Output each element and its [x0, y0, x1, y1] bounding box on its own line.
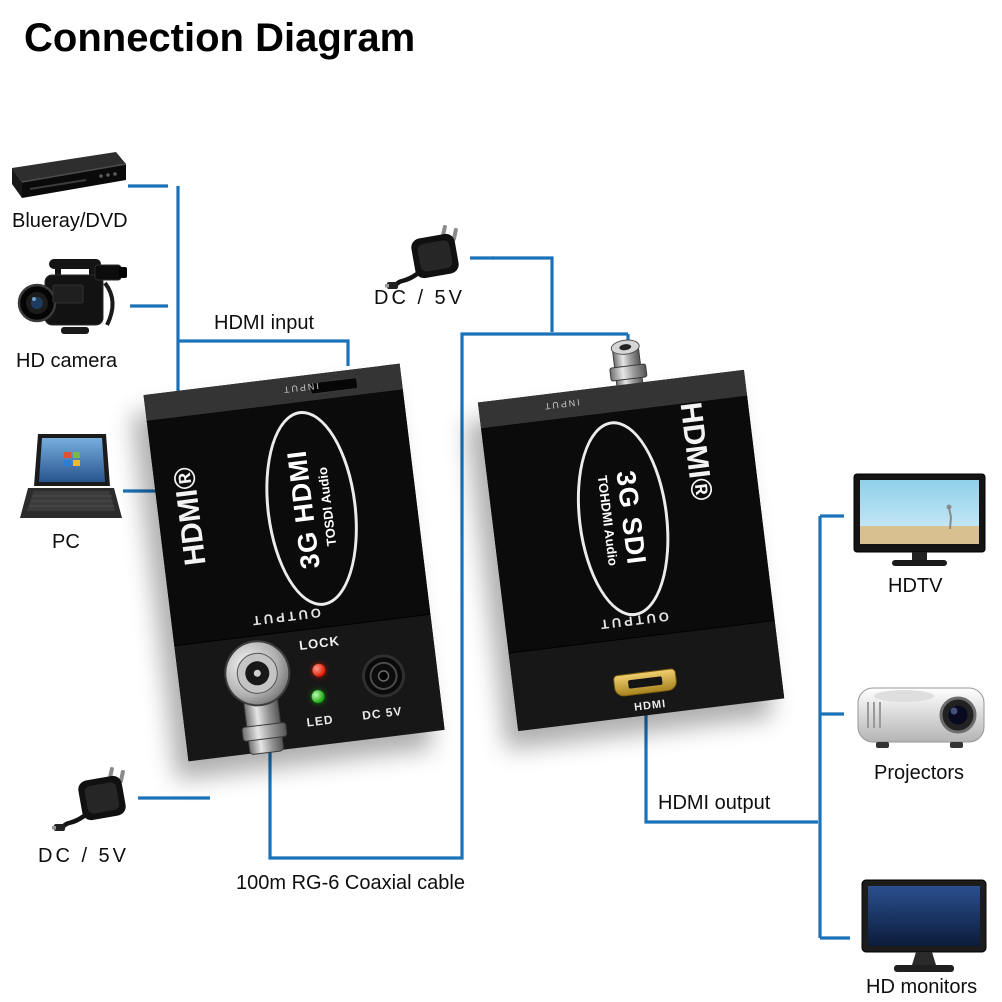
page-title: Connection Diagram	[24, 16, 416, 60]
hd-monitor-image	[861, 879, 987, 972]
dest-hdtv-label: HDTV	[888, 575, 943, 597]
hdmi-input-label: HDMI input	[214, 312, 315, 334]
source-pc-label: PC	[52, 531, 80, 553]
source-camera: HD camera	[15, 253, 130, 372]
line-adapter-top	[492, 256, 554, 332]
power-adapter-image	[385, 224, 459, 289]
line-hdmi-input	[178, 339, 350, 366]
dest-projector-label: Projectors	[874, 762, 965, 784]
blueray-dvd-image	[12, 152, 127, 198]
source-blueray-label: Blueray/DVD	[12, 210, 128, 232]
dest-monitor-label: HD monitors	[866, 976, 978, 998]
power-adapter-bottom	[52, 764, 137, 834]
source-blueray: Blueray/DVD	[8, 148, 128, 232]
source-camera-label: HD camera	[16, 350, 118, 372]
hd-camera-image	[17, 259, 127, 334]
power-adapter-top	[385, 222, 470, 292]
bnc-output-connector	[224, 640, 291, 755]
converter-sdi-to-hdmi: INPUT 3G SDI TOHDMI Audio HDMI® OUTPUT H…	[477, 339, 785, 732]
coax-cable-label: 100m RG-6 Coaxial cable	[236, 872, 465, 894]
power-adapter-top-label: DC / 5V	[374, 287, 466, 309]
hdmi-output-port	[613, 668, 677, 697]
projector-image	[857, 687, 985, 748]
hdtv-image	[853, 473, 986, 566]
power-adapter-image	[52, 766, 126, 831]
pc-laptop-image	[20, 434, 122, 518]
dest-projector: Projectors	[852, 672, 990, 784]
dest-hdtv: HDTV	[852, 472, 987, 597]
dest-monitor: HD monitors	[858, 878, 990, 998]
bnc-input-connector	[609, 339, 648, 394]
dc-power-jack	[362, 654, 406, 698]
source-pc: PC	[18, 430, 123, 553]
converter-hdmi-to-sdi: INPUT HDMI® 3G HDMI TOSDI Audio OUTPUT	[143, 363, 445, 762]
hdmi-output-label: HDMI output	[658, 792, 771, 814]
power-adapter-bottom-label: DC / 5V	[38, 845, 130, 867]
